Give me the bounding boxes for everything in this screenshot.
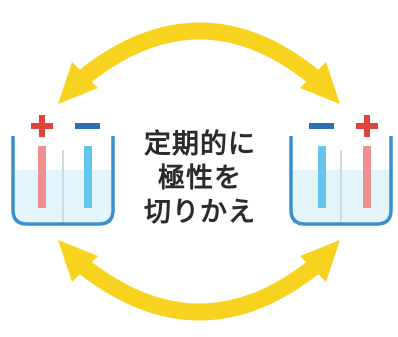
right-beaker-outline (289, 136, 393, 226)
bottom-arrowhead-left (58, 240, 98, 282)
right-electrode-blue (318, 146, 326, 208)
left-beaker (11, 115, 115, 226)
bottom-arrowhead-right (300, 240, 340, 282)
left-electrode-blue (84, 146, 92, 208)
center-caption: 定期的に 極性を 切りかえ (120, 128, 280, 230)
top-cycle-arrow (58, 22, 340, 104)
left-plus-sign (31, 115, 53, 137)
caption-line-3: 切りかえ (144, 197, 256, 228)
caption-line-2: 極性を (158, 163, 242, 194)
right-minus-sign (309, 123, 334, 129)
left-minus-sign (75, 123, 100, 129)
left-electrode-pink (38, 146, 46, 208)
right-beaker (289, 115, 393, 226)
top-arrowhead-left (58, 62, 98, 104)
caption-line-1: 定期的に (144, 129, 256, 160)
right-plus-sign (356, 115, 378, 137)
top-arrowhead-right (300, 62, 340, 104)
left-beaker-outline (11, 136, 115, 226)
right-electrode-pink (363, 146, 371, 208)
bottom-cycle-arrow (58, 240, 340, 321)
